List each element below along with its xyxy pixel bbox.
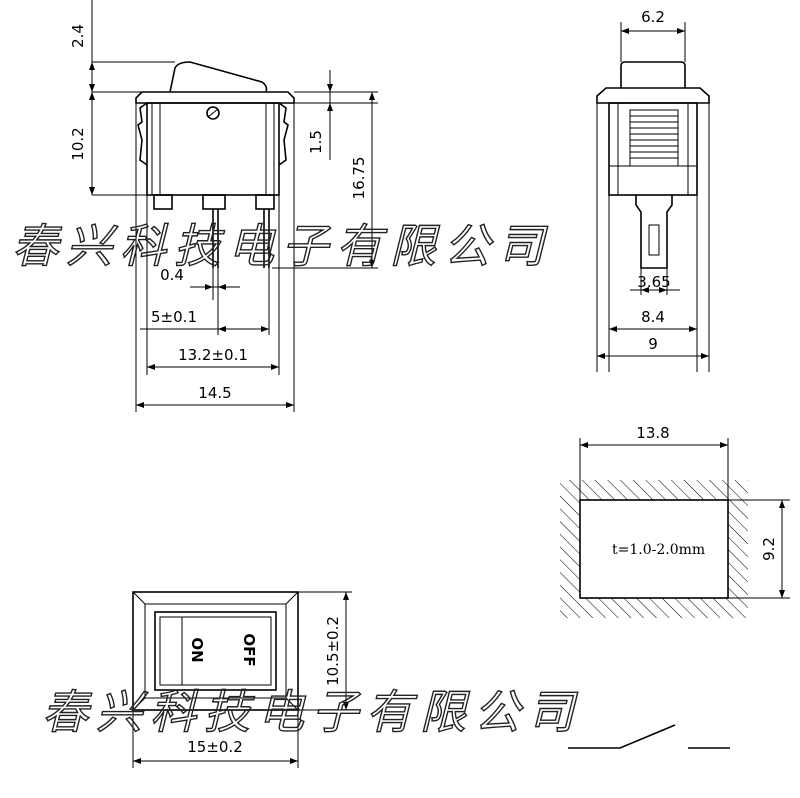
side-view (89, 0, 378, 412)
end-view (596, 22, 710, 372)
dim-side-total-height: 16.75 (350, 157, 368, 200)
dim-side-pin-pitch: 5±0.1 (151, 308, 197, 326)
rocker-label-on: ON (188, 637, 206, 662)
dim-end-top-width: 6.2 (641, 8, 665, 26)
dim-end-flange-width: 9 (648, 335, 658, 353)
watermark-lower: 春兴科技电子有限公司 (42, 685, 582, 739)
top-view (132, 591, 352, 768)
rocker-label-off: OFF (240, 633, 258, 666)
dim-top-width: 15±0.2 (187, 738, 243, 756)
dim-side-body-height: 10.2 (69, 127, 87, 160)
dim-side-base-width: 13.2±0.1 (178, 346, 248, 364)
dim-end-pin: 3.65 (637, 273, 670, 291)
panel-cutout (560, 438, 790, 618)
dim-side-flange: 1.5 (307, 130, 325, 154)
dim-cutout-width: 13.8 (636, 424, 669, 442)
switch-symbol (568, 724, 730, 749)
watermark-upper: 春兴科技电子有限公司 (12, 219, 552, 273)
dim-side-flange-width: 14.5 (198, 384, 231, 402)
dim-side-top: 2.4 (69, 24, 87, 48)
dim-top-height: 10.5±0.2 (324, 616, 342, 686)
dim-side-pin-width: 0.4 (160, 266, 184, 284)
dim-end-body-width: 8.4 (641, 308, 665, 326)
dim-cutout-height: 9.2 (760, 537, 778, 561)
cutout-thickness-note: t=1.0-2.0mm (612, 542, 705, 558)
